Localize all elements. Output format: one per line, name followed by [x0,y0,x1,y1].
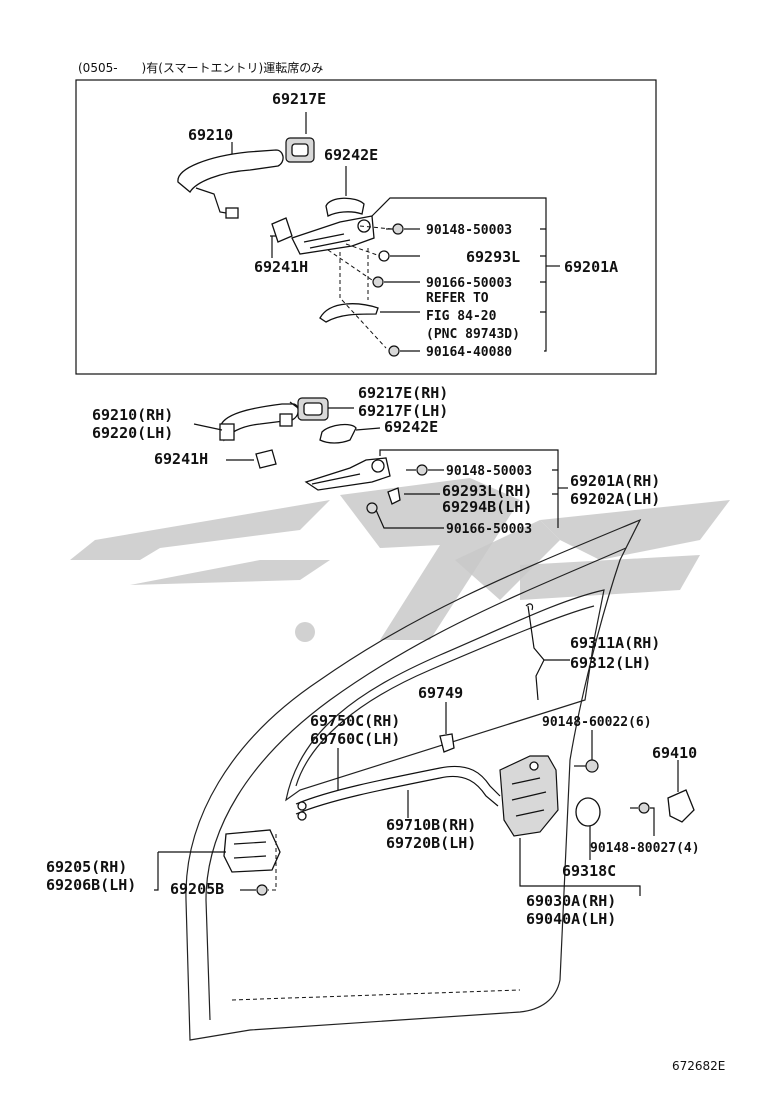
label-90148-50003: 90148-50003 [446,464,532,479]
label-69241H: 69241H [154,450,208,468]
figure-id: 672682E [672,1059,725,1073]
label-69294B-lh: 69294B(LH) [442,498,532,516]
screw-icon [366,502,378,514]
label-69040A-lh: 69040A(LH) [526,910,616,928]
cable-part [295,765,501,821]
clip-part-69749 [439,733,455,753]
label-69710B-rh: 69710B(RH) [386,816,476,834]
label-90148-80027: 90148-80027(4) [590,841,700,856]
outer-handle-part-69210 [177,149,284,193]
rod-part [527,605,545,701]
label-69242E: 69242E [324,146,378,164]
label-69242E: 69242E [384,418,438,436]
label-69760C-lh: 69760C(LH) [310,730,400,748]
label-refer-to: REFER TO [426,291,489,306]
inside-handle-part [223,829,281,873]
label-69217E-rh: 69217E(RH) [358,384,448,402]
label-69293L: 69293L [466,248,520,266]
label-69410: 69410 [652,744,697,762]
label-90164-40080: 90164-40080 [426,345,512,360]
label-69311A-rh: 69311A(RH) [570,634,660,652]
key-cylinder-part [319,303,379,323]
frame-part [304,457,391,491]
label-69205-rh: 69205(RH) [46,858,127,876]
label-69202A-lh: 69202A(LH) [570,490,660,508]
label-69720B-lh: 69720B(LH) [386,834,476,852]
screw-icon [406,464,428,476]
grommet-part [575,797,601,827]
label-69217F-lh: 69217F(LH) [358,402,448,420]
label-90148-60022: 90148-60022(6) [542,715,652,730]
label-69750C-rh: 69750C(RH) [310,712,400,730]
label-69312-lh: 69312(LH) [570,654,651,672]
label-69220-lh: 69220(LH) [92,424,173,442]
pad-part-69241H [271,217,293,243]
label-90148-50003: 90148-50003 [426,223,512,238]
frame-part-69201A [291,215,375,255]
clip-icon [378,250,390,262]
inset-box: 69217E 69210 69242E 90148-50003 69293L 6… [75,79,657,375]
label-69293L-rh: 69293L(RH) [442,482,532,500]
label-fig-84-20: FIG 84-20 [426,309,497,324]
striker-part [667,789,695,823]
label-69217E: 69217E [272,90,326,108]
label-69201A: 69201A [564,258,618,276]
gasket-part [319,423,357,444]
label-69206B-lh: 69206B(LH) [46,876,136,894]
label-90166-50003: 90166-50003 [446,522,532,537]
label-69205B: 69205B [170,880,224,898]
screw-icon [256,884,268,896]
label-69318C: 69318C [562,862,616,880]
screw-icon [630,802,650,814]
pad-part [255,449,277,469]
clip-icon [387,487,401,505]
label-90166-50003: 90166-50003 [426,276,512,291]
label-69749: 69749 [418,684,463,702]
label-69201A-rh: 69201A(RH) [570,472,660,490]
label-69210-rh: 69210(RH) [92,406,173,424]
label-pnc-89743d: (PNC 89743D) [426,327,520,342]
cover-part-69242E [325,197,365,217]
screw-icon [388,345,400,357]
label-69210: 69210 [188,126,233,144]
screw-icon [372,276,384,288]
door-outline [185,518,642,1041]
screw-icon [574,759,599,773]
header-note: (0505- )有(スマートエントリ)運転席のみ [78,60,323,75]
label-69241H: 69241H [254,258,308,276]
label-69030A-rh: 69030A(RH) [526,892,616,910]
